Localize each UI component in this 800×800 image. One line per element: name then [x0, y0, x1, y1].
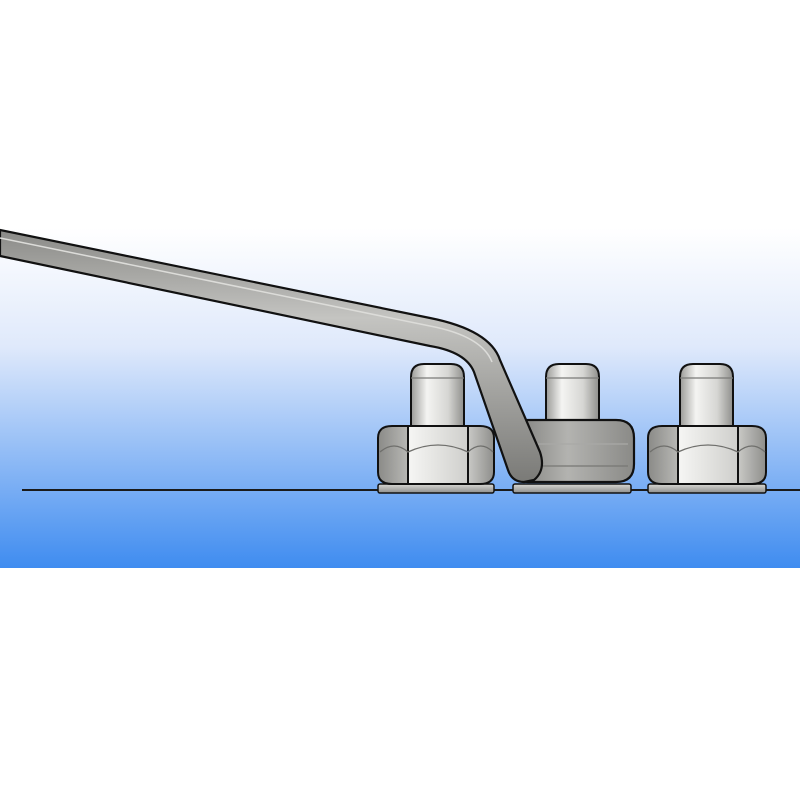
bolt-shank-middle — [545, 363, 600, 431]
bolt-shank-left — [410, 363, 465, 431]
offset-ring-wrench — [0, 228, 636, 484]
hex-nut-left — [377, 363, 495, 494]
hex-nut-right — [647, 363, 767, 494]
washer-left — [377, 483, 495, 494]
hex-nut-middle — [512, 363, 632, 494]
washer-right — [647, 483, 767, 494]
wrench-shaft — [0, 228, 544, 484]
bolt-shank-right — [679, 363, 734, 431]
washer-middle — [512, 483, 632, 494]
